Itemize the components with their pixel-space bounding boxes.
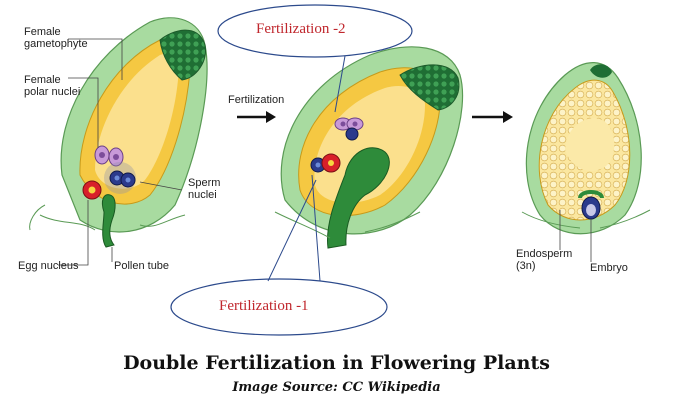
developing-seed (521, 62, 651, 235)
callout-fertilization-1 (170, 174, 388, 336)
diagram-title: Double Fertilization in Flowering Plants (123, 352, 550, 374)
synergid-cap (159, 29, 206, 81)
synergid-cap (399, 64, 460, 111)
label-line: Female (24, 74, 61, 86)
label-endosperm: Endosperm (3n) (516, 248, 572, 272)
label-line: Female (24, 26, 61, 38)
label-line: Endosperm (516, 248, 573, 260)
label-embryo: Embryo (590, 262, 628, 274)
synergid-cap (590, 64, 612, 78)
label-leaders-stage3 (559, 210, 592, 262)
label-line: polar nuclei (24, 86, 81, 98)
label-line: Sperm (188, 177, 221, 189)
callout-fertilization-2 (217, 4, 413, 113)
ovule-during-fertilization (274, 46, 464, 249)
label-egg-nucleus: Egg nucleus (18, 260, 79, 272)
callout-text-fertilization-2: Fertilization -2 (256, 21, 346, 37)
label-pollen-tube: Pollen tube (114, 260, 170, 272)
callout-text-fertilization-1: Fertilization -1 (219, 298, 309, 314)
pollen-tube (101, 194, 116, 248)
label-line: gametophyte (24, 38, 88, 50)
image-source: Image Source: CC Wikipedia (232, 380, 441, 395)
development-arrow (472, 111, 513, 123)
label-female-gametophyte: Female gametophyte (24, 26, 88, 50)
label-sperm-nuclei: Sperm nuclei (188, 177, 220, 201)
label-leaders-stage1 (58, 38, 183, 266)
label-line: (3n) (516, 260, 536, 272)
ovule-before-fertilization (29, 17, 208, 248)
pollen-tube (326, 147, 390, 249)
label-line: nuclei (188, 189, 217, 201)
fertilization-arrow (237, 111, 276, 123)
label-fertilization-arrow: Fertilization (228, 94, 285, 106)
label-female-polar-nuclei: Female polar nuclei (24, 74, 80, 98)
